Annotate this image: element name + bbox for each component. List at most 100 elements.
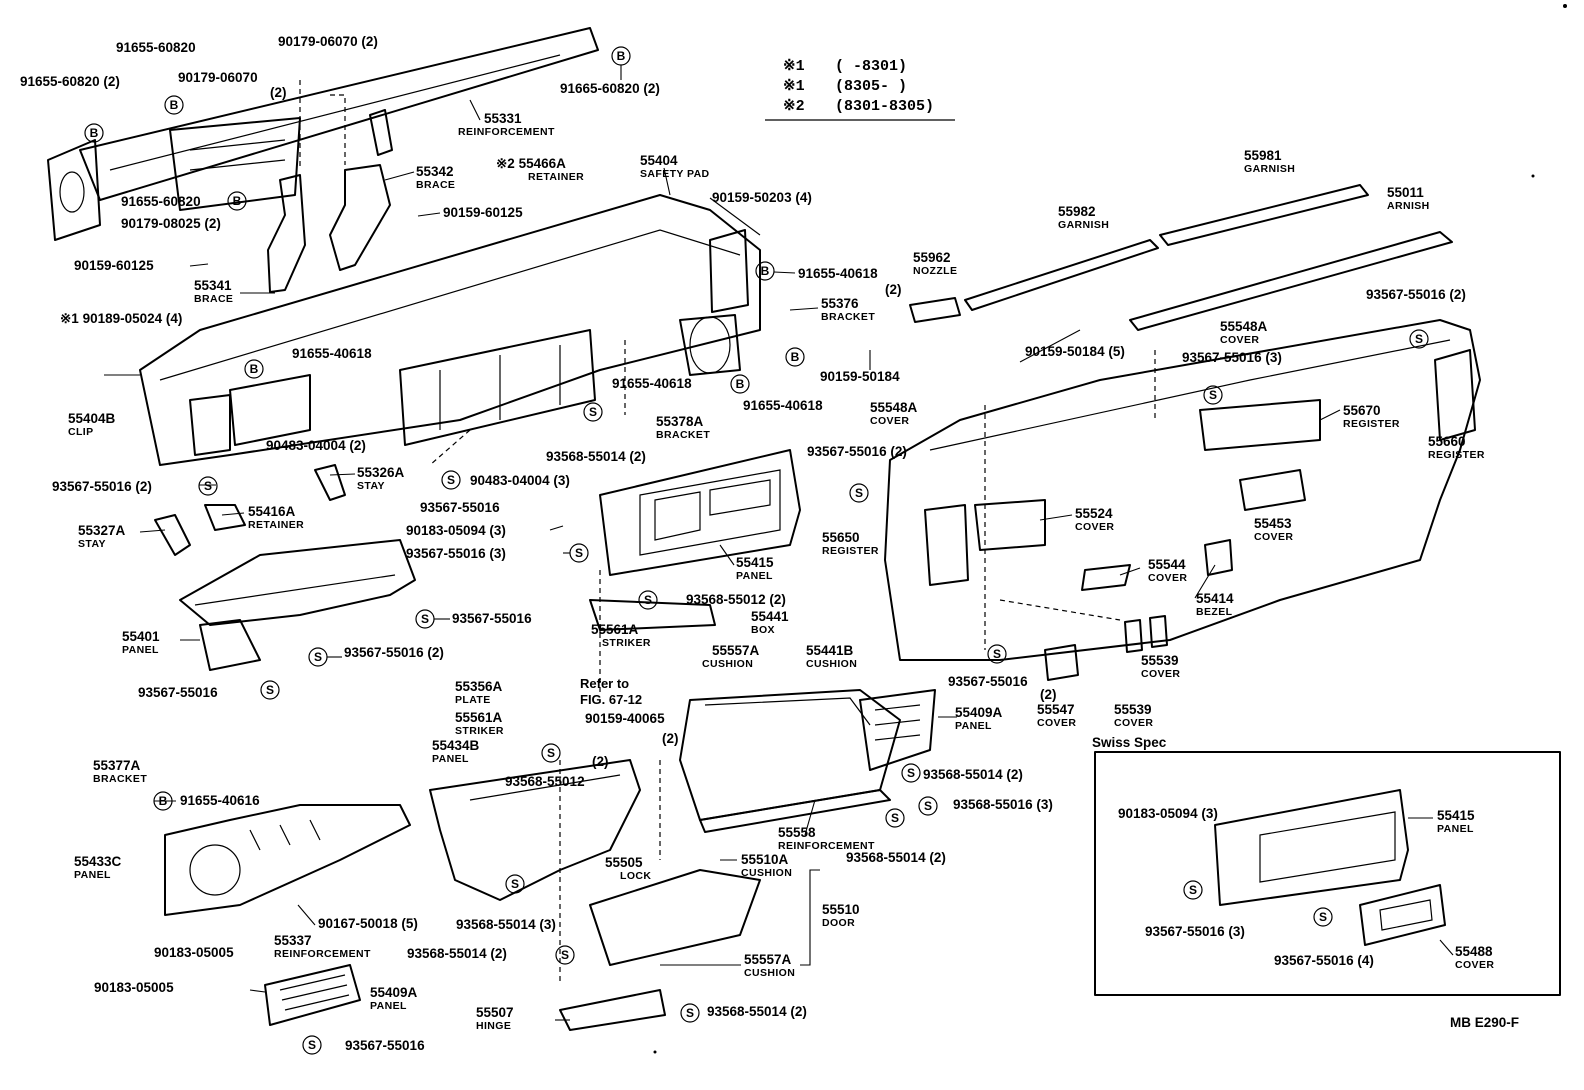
callout-s-icon: S bbox=[849, 483, 869, 503]
callout-s-icon: S bbox=[569, 543, 589, 563]
part-label: 91655-40618 bbox=[798, 266, 878, 281]
part-label: 55356A bbox=[455, 679, 503, 694]
callout-s-icon: S bbox=[555, 945, 575, 965]
part-label: 55415 bbox=[1437, 808, 1475, 823]
legend-range-2: (8305- ) bbox=[835, 78, 907, 95]
callout-s-icon: S bbox=[885, 808, 905, 828]
part-label: 90159-60125 bbox=[74, 258, 154, 273]
legend: ※1 ( -8301) ※1 (8305- ) ※2 (8301-8305) bbox=[765, 58, 955, 121]
callout-b-icon: B bbox=[755, 261, 775, 281]
part-label: 93568-55014 (2) bbox=[407, 946, 507, 961]
part-label: 93567-55016 (2) bbox=[807, 444, 907, 459]
stray-mark bbox=[653, 1050, 657, 1054]
callout-s-icon: S bbox=[308, 647, 328, 667]
part-label: 55558 bbox=[778, 825, 816, 840]
part-name: RETAINER bbox=[248, 519, 304, 531]
svg-text:S: S bbox=[1189, 883, 1197, 897]
part-label: 55433C bbox=[74, 854, 122, 869]
part-label: 91655-40618 bbox=[292, 346, 372, 361]
part-name: CUSHION bbox=[702, 658, 753, 670]
part-name: REINFORCEMENT bbox=[778, 840, 875, 852]
reinforcement-55331-drawing bbox=[47, 27, 599, 241]
svg-text:B: B bbox=[170, 98, 179, 112]
part-label: 91655-40618 bbox=[743, 398, 823, 413]
svg-text:S: S bbox=[891, 811, 899, 825]
callout-s-icon: S bbox=[441, 470, 461, 490]
part-name: STAY bbox=[78, 538, 106, 550]
callout-b-icon: B bbox=[164, 95, 184, 115]
part-name: REGISTER bbox=[1428, 449, 1485, 461]
part-label: 55434B bbox=[432, 738, 480, 753]
safety-pad-55404-drawing bbox=[139, 194, 761, 466]
part-name: NOZZLE bbox=[913, 265, 957, 277]
part-label: 90159-60125 bbox=[443, 205, 523, 220]
part-label: 93567-55016 (2) bbox=[52, 479, 152, 494]
part-name: BRACKET bbox=[93, 773, 147, 785]
part-name: COVER bbox=[1141, 668, 1180, 680]
svg-text:S: S bbox=[314, 650, 322, 664]
svg-text:S: S bbox=[1415, 332, 1423, 346]
stay-drawing bbox=[154, 464, 346, 556]
part-label: 55453 bbox=[1254, 516, 1292, 531]
part-name: PANEL bbox=[74, 869, 111, 881]
part-label: 55557A bbox=[712, 643, 760, 658]
part-name: PANEL bbox=[1437, 823, 1474, 835]
part-label: 93568-55012 (2) bbox=[686, 592, 786, 607]
callout-s-icon: S bbox=[198, 476, 218, 496]
assembly-lines bbox=[299, 80, 1156, 985]
part-label: 55524 bbox=[1075, 506, 1113, 521]
part-label: 55409A bbox=[955, 705, 1003, 720]
legend-mark-2: ※1 bbox=[783, 78, 805, 95]
part-label: 55557A bbox=[744, 952, 792, 967]
callout-s-icon: S bbox=[1183, 880, 1203, 900]
part-label: 55337 bbox=[274, 933, 312, 948]
part-name: STAY bbox=[357, 480, 385, 492]
part-name: BRACE bbox=[416, 179, 455, 191]
callout-s-icon: S bbox=[680, 1003, 700, 1023]
part-name: DOOR bbox=[822, 917, 855, 929]
part-name: CUSHION bbox=[806, 658, 857, 670]
svg-text:S: S bbox=[589, 405, 597, 419]
part-name: REGISTER bbox=[822, 545, 879, 557]
legend-range-1: ( -8301) bbox=[835, 58, 907, 75]
part-label: 55404 bbox=[640, 153, 678, 168]
svg-text:S: S bbox=[686, 1006, 694, 1020]
part-name: BEZEL bbox=[1196, 606, 1233, 618]
svg-text:S: S bbox=[266, 683, 274, 697]
part-label: 55539 bbox=[1141, 653, 1179, 668]
part-name: COVER bbox=[1114, 717, 1153, 729]
part-label: ※1 90189-05024 (4) bbox=[60, 311, 182, 326]
panel-55415-drawing bbox=[599, 449, 801, 576]
swiss-spec-inset-drawing bbox=[1094, 751, 1561, 996]
part-name: PANEL bbox=[370, 1000, 407, 1012]
part-label: 93567-55016 bbox=[345, 1038, 425, 1053]
part-label: 55982 bbox=[1058, 204, 1096, 219]
part-name: STRIKER bbox=[455, 725, 504, 737]
swiss-spec-title: Swiss Spec bbox=[1092, 735, 1167, 750]
part-label: 90179-06070 bbox=[178, 70, 258, 85]
leader-lines bbox=[104, 65, 1454, 1021]
part-label: 90159-50203 (4) bbox=[712, 190, 812, 205]
svg-text:S: S bbox=[855, 486, 863, 500]
part-label: (2) bbox=[1040, 687, 1057, 702]
brace-drawing bbox=[267, 109, 393, 293]
svg-text:B: B bbox=[791, 350, 800, 364]
svg-text:S: S bbox=[308, 1038, 316, 1052]
svg-text:S: S bbox=[547, 746, 555, 760]
svg-text:B: B bbox=[233, 194, 242, 208]
callout-s-icon: S bbox=[541, 743, 561, 763]
part-label: 91665-60820 (2) bbox=[560, 81, 660, 96]
part-label: 55561A bbox=[455, 710, 503, 725]
part-label: (2) bbox=[270, 85, 287, 100]
part-name: BRACKET bbox=[821, 311, 875, 323]
part-label: 55326A bbox=[357, 465, 405, 480]
legend-mark-3: ※2 bbox=[783, 98, 805, 115]
callout-b-icon: B bbox=[611, 46, 631, 66]
part-label: 55510 bbox=[822, 902, 860, 917]
part-label: 55404B bbox=[68, 411, 116, 426]
stray-mark bbox=[1563, 4, 1567, 8]
callout-b-icon: B bbox=[244, 359, 264, 379]
part-label: 93568-55012 bbox=[505, 774, 585, 789]
part-label: 91655-60820 bbox=[121, 194, 201, 209]
